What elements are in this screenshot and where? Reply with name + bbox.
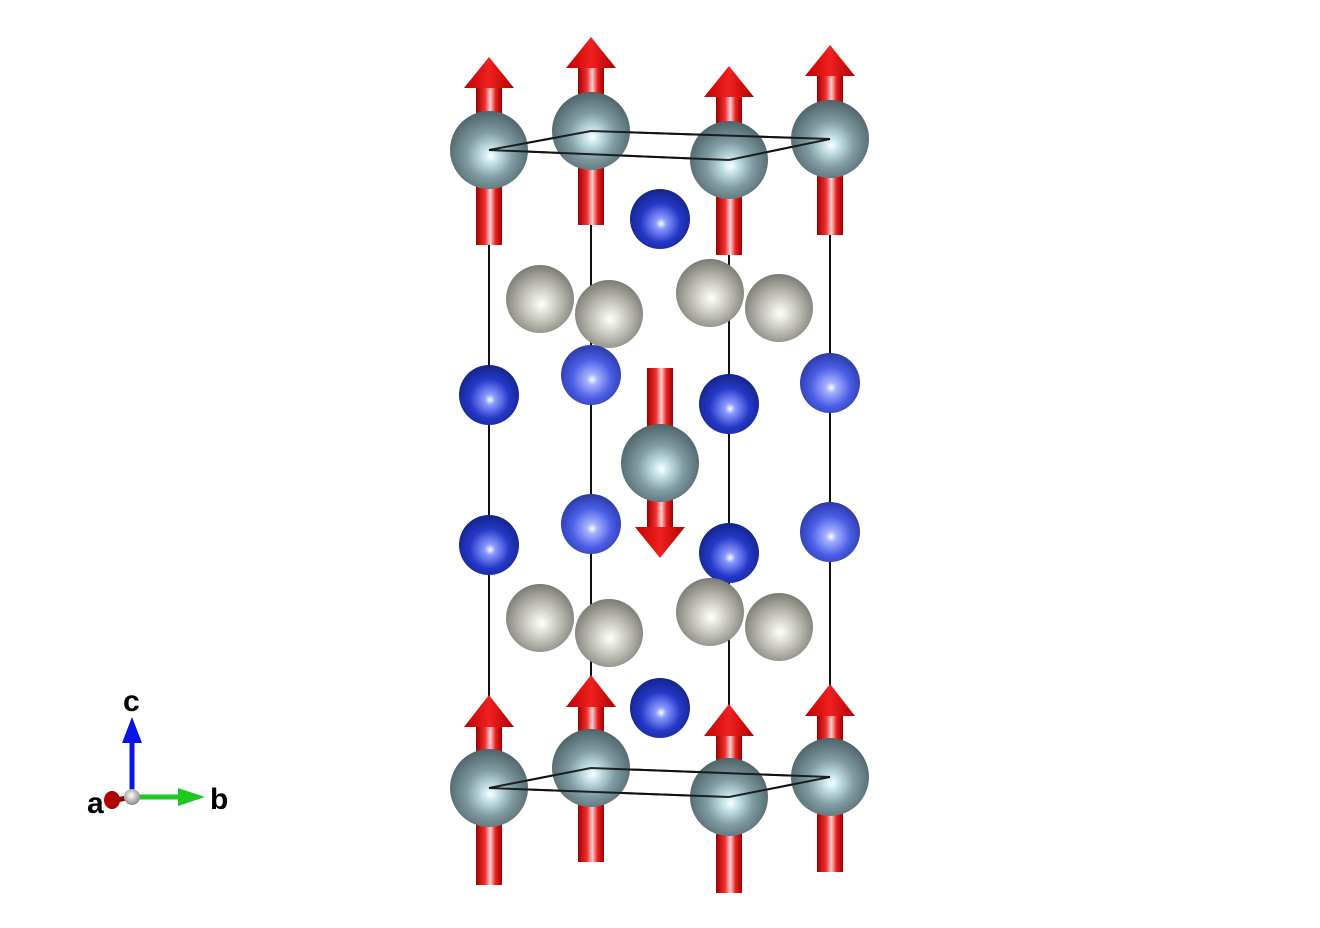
- spin-arrow-heads: [464, 37, 855, 736]
- spin-up-arrowhead: [704, 704, 754, 736]
- cell-edge-front: [728, 776, 831, 798]
- blue-atom: [630, 189, 690, 249]
- spin-up-arrowhead: [566, 37, 616, 68]
- spin-up-arrowhead: [464, 57, 514, 88]
- grey-atom: [506, 584, 574, 652]
- grey-atom: [676, 259, 744, 327]
- a-axis-label: a: [87, 787, 104, 820]
- blue-atom: [699, 374, 759, 434]
- atoms: [450, 92, 869, 836]
- blue-atom: [561, 345, 621, 405]
- spin-up-arrowhead: [464, 695, 514, 727]
- grey-atom: [745, 593, 813, 661]
- spin-up-arrowhead: [566, 675, 616, 707]
- blue-atom: [699, 523, 759, 583]
- b-axis-arrowhead: [178, 788, 205, 806]
- c-axis-label: c: [123, 685, 140, 718]
- metal-atom: [621, 424, 699, 502]
- grey-atom: [575, 599, 643, 667]
- blue-atom: [561, 494, 621, 554]
- cell-edge-front: [488, 787, 730, 798]
- grey-atom: [745, 274, 813, 342]
- spin-up-arrowhead: [704, 66, 754, 97]
- grey-atom: [676, 578, 744, 646]
- cell-edge-front: [590, 130, 831, 140]
- cell-edge-front: [488, 149, 730, 161]
- spin-down-arrowhead: [635, 527, 685, 558]
- cell-edge-front: [488, 767, 592, 789]
- blue-atom: [459, 365, 519, 425]
- blue-atom: [800, 502, 860, 562]
- c-axis-arrowhead: [122, 717, 142, 743]
- spin-up-arrowhead: [805, 684, 855, 716]
- blue-atom: [800, 353, 860, 413]
- grey-atom: [575, 280, 643, 348]
- cell-edge-front: [488, 130, 592, 151]
- a-axis-arrowhead: [104, 791, 120, 809]
- grey-atom: [506, 265, 574, 333]
- b-axis-label: b: [210, 783, 228, 816]
- cell-edge-front: [728, 138, 831, 161]
- blue-atom: [459, 515, 519, 575]
- axis-indicator: c b a: [87, 685, 228, 820]
- cell-edge-front: [590, 767, 831, 778]
- axis-origin: [124, 789, 140, 805]
- spin-up-arrowhead: [805, 45, 855, 76]
- blue-atom: [630, 678, 690, 738]
